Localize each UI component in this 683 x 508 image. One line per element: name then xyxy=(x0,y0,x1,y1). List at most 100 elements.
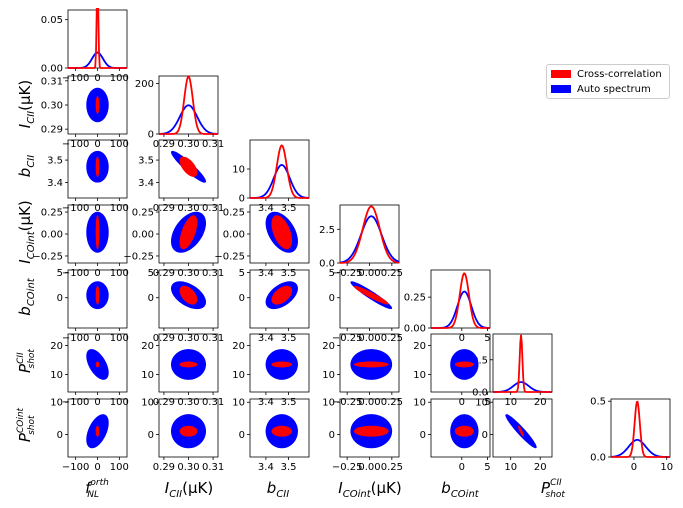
x-tick-label: 0.30 xyxy=(177,462,199,473)
y-tick-label: 20 xyxy=(232,341,245,352)
x-tick-label: 3.5 xyxy=(281,462,297,473)
x-tick-label: 100 xyxy=(110,268,129,279)
y-tick-label: 10 xyxy=(413,398,426,409)
x-tick-label: 3.4 xyxy=(258,333,274,344)
contour-cross xyxy=(95,425,100,437)
pdf-curve-auto xyxy=(249,164,310,199)
x-tick-label: 0 xyxy=(631,462,637,473)
x-tick-label: 0.25 xyxy=(381,333,403,344)
contour-cross xyxy=(95,215,100,250)
x-tick-label: 0.00 xyxy=(358,268,380,279)
y-axis-label: bCII xyxy=(16,155,37,177)
diagonal-panel-frame xyxy=(67,9,128,69)
contour-cross xyxy=(353,425,389,437)
x-tick-label: −100 xyxy=(62,203,89,214)
y-tick-label: 0 xyxy=(482,430,488,441)
x-tick-label: 3.4 xyxy=(258,462,274,473)
y-tick-label: 20 xyxy=(413,341,426,352)
x-tick-label: 0.29 xyxy=(153,462,175,473)
x-tick-label: 0.31 xyxy=(202,139,224,150)
y-tick-label: 10 xyxy=(232,398,245,409)
y-axis-label: ICII(μK) xyxy=(16,80,37,128)
x-tick-label: −100 xyxy=(62,139,89,150)
y-tick-label: 0.29 xyxy=(41,125,63,136)
x-tick-label: 10 xyxy=(660,462,673,473)
pdf-curve-cross xyxy=(159,75,218,135)
y-tick-label: 0.5 xyxy=(590,397,606,408)
y-tick-label: 10 xyxy=(413,370,426,381)
y-tick-label: 0.00 xyxy=(41,230,63,241)
pdf-curve-cross xyxy=(611,400,670,458)
x-tick-label: 100 xyxy=(110,203,129,214)
y-tick-label: −0.25 xyxy=(32,251,63,262)
pdf-curve-cross xyxy=(68,7,127,69)
contour-cross xyxy=(95,285,100,305)
x-tick-label: −100 xyxy=(62,397,89,408)
y-tick-label: 10 xyxy=(50,398,63,409)
legend-label-auto: Auto spectrum xyxy=(577,83,651,95)
x-axis-label: bCOint xyxy=(441,479,480,500)
pdf-curve-auto xyxy=(158,104,219,135)
x-tick-label: 0 xyxy=(94,268,100,279)
y-tick-label: 0 xyxy=(239,293,245,304)
y-tick-label: 20 xyxy=(50,341,63,352)
contour-cross xyxy=(179,215,198,250)
contour-panel-frame xyxy=(430,398,491,458)
y-tick-label: 0.00 xyxy=(132,230,154,241)
legend-swatch-blue xyxy=(551,85,571,93)
x-tick-label: −0.25 xyxy=(332,462,363,473)
contour-panel-frame xyxy=(249,398,310,458)
contour-cross xyxy=(95,156,100,177)
pdf-curve-cross xyxy=(250,144,309,199)
y-tick-label: 5 xyxy=(57,268,63,279)
y-tick-label: 10 xyxy=(50,370,63,381)
x-tick-label: 0.30 xyxy=(177,333,199,344)
pdf-curve-auto xyxy=(492,381,552,393)
y-tick-label: −0.25 xyxy=(123,251,154,262)
y-tick-label: 0.25 xyxy=(41,208,63,219)
x-axis-label: bCII xyxy=(267,479,289,500)
y-tick-label: 3.4 xyxy=(47,178,63,189)
legend-label-cross: Cross-correlation xyxy=(577,68,662,80)
y-tick-label: 0.00 xyxy=(223,230,245,241)
y-tick-label: 3.5 xyxy=(138,156,154,167)
contour-cross xyxy=(179,425,198,437)
y-tick-label: 0 xyxy=(329,430,335,441)
y-tick-label: 0.00 xyxy=(41,64,63,75)
x-tick-label: 0.31 xyxy=(202,333,224,344)
contour-cross xyxy=(95,361,100,368)
contour-panel-frame xyxy=(249,269,310,329)
x-tick-label: 3.4 xyxy=(258,203,274,214)
x-tick-label: 0 xyxy=(94,139,100,150)
x-tick-label: 0.29 xyxy=(153,139,175,150)
y-tick-label: 10 xyxy=(232,370,245,381)
y-tick-label: 0.05 xyxy=(41,15,63,26)
pdf-curve-cross xyxy=(339,205,400,264)
x-tick-label: 0.31 xyxy=(202,203,224,214)
contour-panel-frame xyxy=(430,333,491,393)
legend-entry-auto: Auto spectrum xyxy=(551,82,651,96)
y-tick-label: 0.0 xyxy=(319,259,335,270)
x-tick-label: 3.4 xyxy=(258,397,274,408)
x-tick-label: 100 xyxy=(110,397,129,408)
x-tick-label: 100 xyxy=(110,333,129,344)
x-tick-label: −100 xyxy=(62,268,89,279)
contour-cross xyxy=(271,215,293,250)
y-tick-label: 0.30 xyxy=(41,101,63,112)
pdf-curve-cross xyxy=(431,272,490,329)
contour-cross xyxy=(454,361,474,368)
x-tick-label: 3.5 xyxy=(281,268,297,279)
x-tick-label: 100 xyxy=(110,139,129,150)
x-tick-label: 20 xyxy=(534,397,547,408)
contour-cross xyxy=(179,285,198,305)
x-tick-label: 0.29 xyxy=(153,333,175,344)
pdf-curve-auto xyxy=(610,438,670,458)
y-tick-label: 0 xyxy=(148,430,154,441)
diagonal-panel-frame xyxy=(492,333,553,393)
x-tick-label: 5 xyxy=(484,397,490,408)
y-axis-label: PCOintshot xyxy=(16,407,37,442)
x-tick-label: 0 xyxy=(94,462,100,473)
